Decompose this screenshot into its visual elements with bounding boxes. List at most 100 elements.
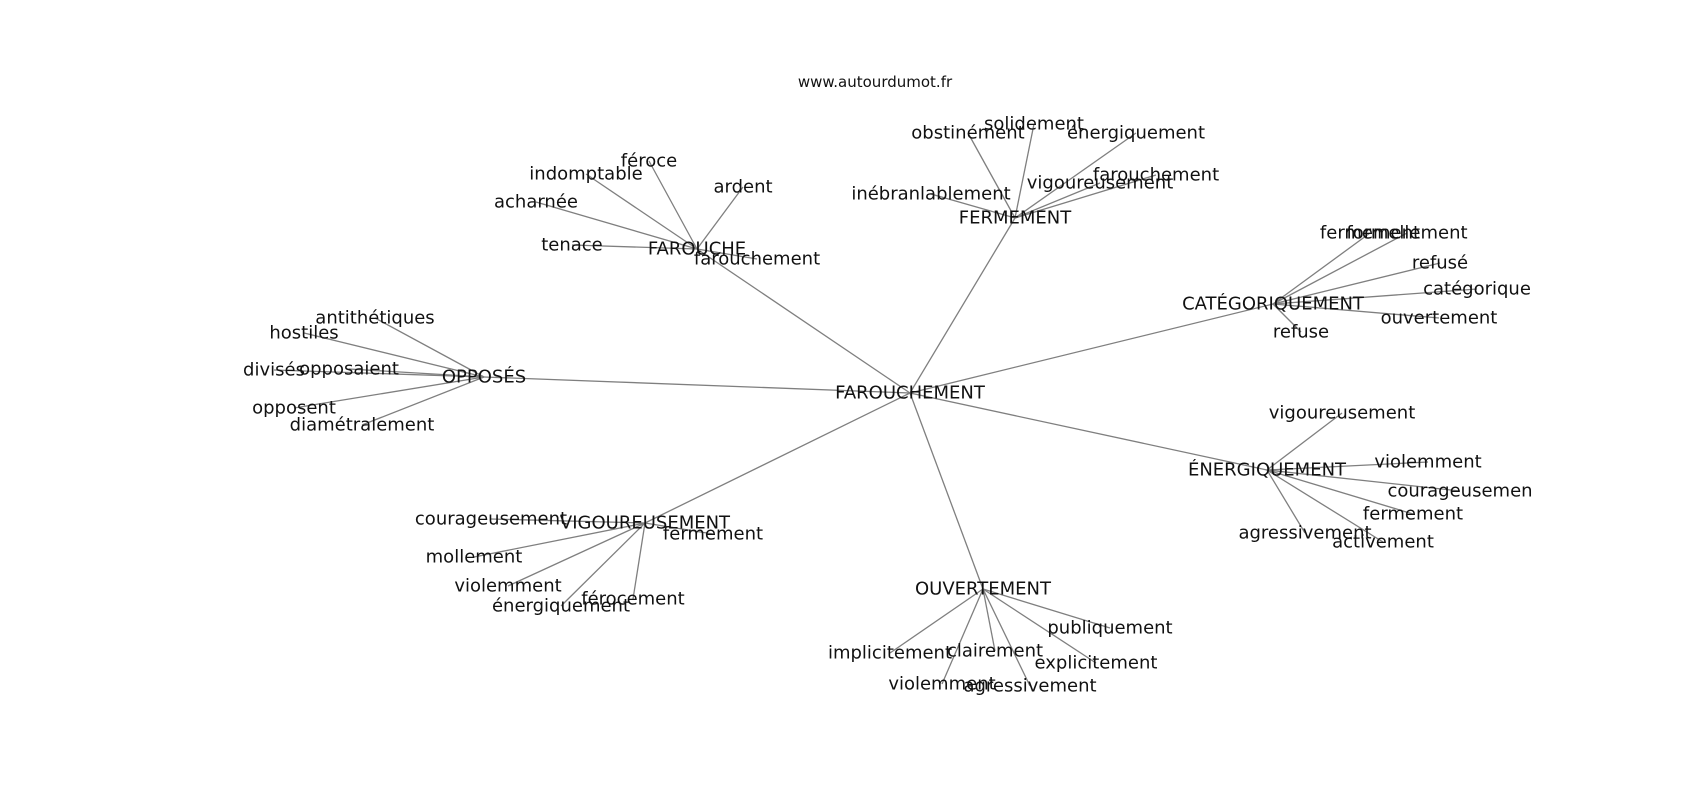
edge-hub-word [1266,469,1384,543]
related-word-node: violemment [454,576,561,597]
edge-center-hub [644,392,911,524]
edge-hub-word [1272,262,1441,305]
hub-word-node: VIGOUREUSEMENT [560,513,731,534]
edge-hub-word [930,193,1016,219]
edge-hub-word [1272,303,1440,319]
edge-hub-word [982,588,1111,629]
related-word-node: vigoureusement [1027,173,1174,194]
related-word-node: inébranlablement [851,184,1010,205]
related-word-node: courageusement [415,509,567,530]
related-word-node: ardent [713,177,772,198]
edge-hub-word [1014,132,1137,219]
edge-hub-word [348,368,485,378]
related-word-node: fermement [1363,504,1463,525]
edge-hub-word [967,132,1016,219]
edge-hub-word [1266,469,1414,515]
hub-word-node: CATÉGORIQUEMENT [1182,293,1365,315]
edge-hub-word [889,588,984,654]
edge-hub-word [982,588,1031,687]
related-word-node: implicitement [828,643,952,664]
edge-hub-word [1014,182,1101,219]
related-word-node: fermement [663,524,763,545]
edge-hub-word [374,317,485,378]
related-word-node: fermement [1320,223,1420,244]
related-word-node: explicitement [1035,653,1158,674]
related-word-node: agressivement [1238,523,1371,544]
edge-hub-word [1014,123,1035,219]
related-word-node: opposent [252,398,336,419]
related-word-node: diamétralement [290,415,435,436]
edge-layer [273,123,1478,687]
related-word-node: refusé [1412,253,1468,274]
edge-hub-word [632,522,646,600]
related-word-node: divisés [243,360,305,381]
edge-center-hub [909,303,1274,394]
hub-word-node: OUVERTEMENT [915,579,1052,600]
edge-hub-word [1266,412,1343,471]
edge-hub-word [982,588,1097,664]
edge-hub-word [560,522,646,607]
edge-hub-word [1266,469,1461,492]
edge-hub-word [361,376,485,426]
edge-hub-word [473,522,646,558]
related-word-node: violemment [1374,452,1481,473]
hub-word-node: ÉNERGIQUEMENT [1188,459,1347,481]
edge-hub-word [1272,288,1478,305]
edge-center-hub [909,392,1268,471]
related-word-node: solidement [984,114,1084,135]
edge-hub-word [293,376,485,409]
edge-center-hub [483,376,911,394]
edge-hub-word [1014,174,1157,219]
edge-hub-word [303,332,485,378]
edge-hub-word [941,588,984,685]
related-word-node: formellement [1346,223,1467,244]
related-word-node: férocement [581,589,684,610]
related-word-node: indomptable [529,164,642,185]
related-word-node: clairement [947,641,1043,662]
site-url-label: www.autourdumot.fr [798,73,953,91]
edge-hub-word [585,173,698,250]
related-word-node: énergiquement [492,596,630,617]
edge-center-hub [909,217,1016,394]
edge-hub-word [1266,461,1429,471]
edge-hub-word [648,160,698,250]
related-word-node: féroce [621,151,677,172]
related-word-node: activement [1332,532,1434,553]
related-word-node: agressivement [963,676,1096,697]
related-word-node: refuse [1273,322,1329,343]
edge-hub-word [1272,232,1408,305]
related-word-node: énergiquement [1067,123,1205,144]
hub-word-node: OPPOSÉS [442,366,526,388]
edge-hub-word [490,518,646,524]
edge-hub-word [1266,469,1306,534]
related-word-node: violemment [888,674,995,695]
edge-hub-word [644,522,714,535]
edge-center-hub [696,248,911,394]
edge-center-hub [909,392,984,590]
related-word-node: publiquement [1047,618,1172,639]
center-word-node: FAROUCHEMENT [835,383,986,404]
hub-word-node: FAROUCHE [648,239,746,260]
related-word-node: ouvertement [1381,308,1498,329]
related-word-node: farouchement [1093,165,1219,186]
hub-word-node: FERMEMENT [959,208,1073,229]
related-word-node: antithétiques [315,308,434,329]
edge-hub-word [1272,232,1371,305]
edge-hub-word [535,201,698,250]
edge-hub-word [1272,303,1302,333]
related-word-node: opposaient [299,359,399,380]
edge-hub-word [273,369,485,378]
related-word-node: mollement [426,547,523,568]
related-word-node: courageusemen [1387,481,1532,502]
edge-hub-word [507,522,646,587]
related-word-node: catégorique [1423,279,1531,300]
related-word-node: farouchement [694,249,820,270]
edge-hub-word [696,186,744,250]
related-word-node: vigoureusement [1269,403,1416,424]
edge-hub-word [571,244,698,250]
edge-hub-word [696,248,758,260]
related-word-node: tenace [541,235,603,256]
